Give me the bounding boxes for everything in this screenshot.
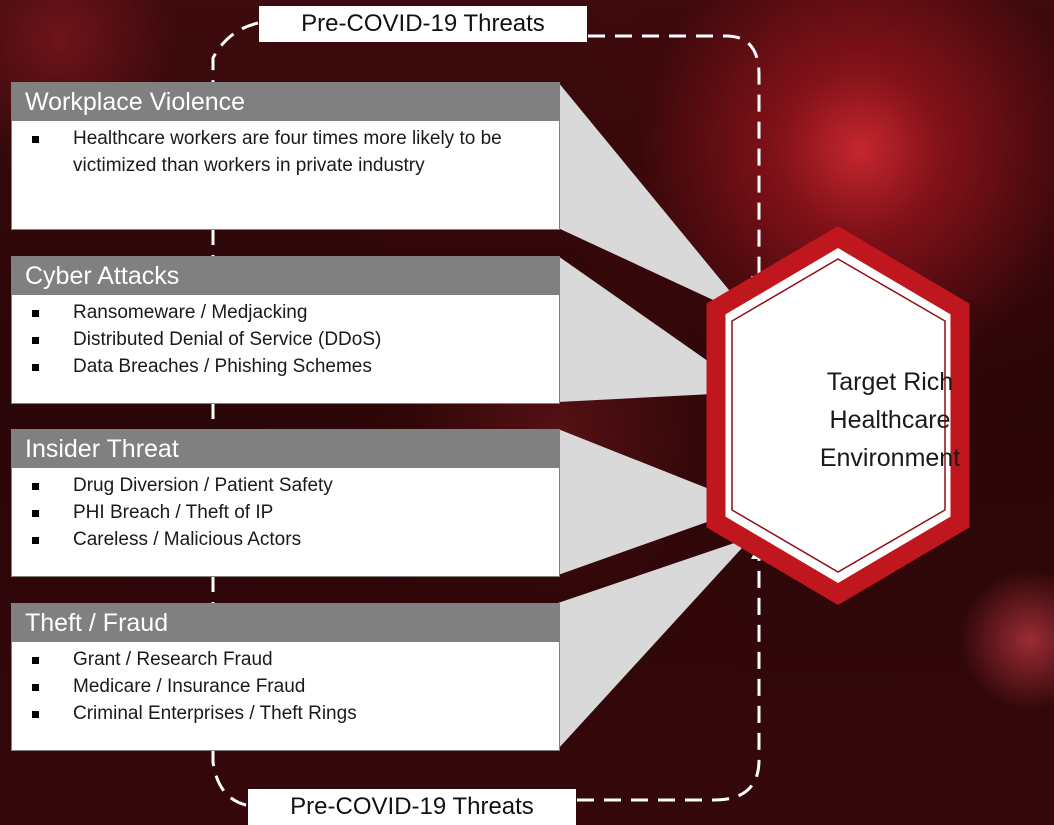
list-item: Careless / Malicious Actors xyxy=(32,526,549,553)
list-item: PHI Breach / Theft of IP xyxy=(32,499,549,526)
bullet-list: Drug Diversion / Patient Safety PHI Brea… xyxy=(12,468,559,559)
category-box-theft-fraud: Theft / Fraud Grant / Research Fraud Med… xyxy=(11,603,560,751)
category-box-insider-threat: Insider Threat Drug Diversion / Patient … xyxy=(11,429,560,577)
target-label-line: Healthcare xyxy=(829,406,951,434)
connector-cyber-attacks xyxy=(558,256,752,402)
connector-workplace-violence xyxy=(558,82,752,318)
category-title: Insider Threat xyxy=(12,430,559,468)
category-title: Workplace Violence xyxy=(12,83,559,121)
list-item: Healthcare workers are four times more l… xyxy=(32,125,549,179)
bullet-list: Grant / Research Fraud Medicare / Insura… xyxy=(12,642,559,733)
category-box-workplace-violence: Workplace Violence Healthcare workers ar… xyxy=(11,82,560,230)
connector-insider-threat xyxy=(558,429,752,575)
list-item: Data Breaches / Phishing Schemes xyxy=(32,353,549,380)
list-item: Drug Diversion / Patient Safety xyxy=(32,472,549,499)
target-label-line: Environment xyxy=(819,444,961,472)
top-threat-label: Pre-COVID-19 Threats xyxy=(259,6,587,42)
connector-theft-fraud xyxy=(558,537,752,749)
bottom-threat-label: Pre-COVID-19 Threats xyxy=(248,789,576,825)
list-item: Medicare / Insurance Fraud xyxy=(32,673,549,700)
category-title: Cyber Attacks xyxy=(12,257,559,295)
list-item: Ransomeware / Medjacking xyxy=(32,299,549,326)
target-label: Target Rich Healthcare Environment xyxy=(790,363,990,477)
bullet-list: Healthcare workers are four times more l… xyxy=(12,121,559,185)
list-item: Grant / Research Fraud xyxy=(32,646,549,673)
dashed-loop-line xyxy=(211,21,761,807)
target-label-line: Target Rich xyxy=(826,368,954,396)
target-hexagon xyxy=(706,225,970,606)
target-hexagon-inner-edge xyxy=(731,258,946,573)
bullet-list: Ransomeware / Medjacking Distributed Den… xyxy=(12,295,559,386)
list-item: Criminal Enterprises / Theft Rings xyxy=(32,700,549,727)
list-item: Distributed Denial of Service (DDoS) xyxy=(32,326,549,353)
category-box-cyber-attacks: Cyber Attacks Ransomeware / Medjacking D… xyxy=(11,256,560,404)
category-title: Theft / Fraud xyxy=(12,604,559,642)
